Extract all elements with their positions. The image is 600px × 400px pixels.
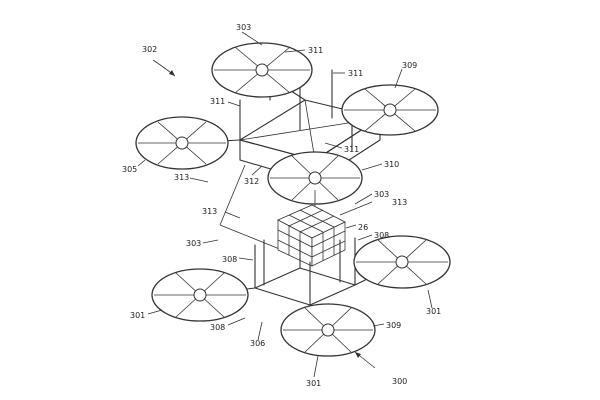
ref-305: 305 xyxy=(122,165,137,174)
ref-302: 302 xyxy=(142,45,157,54)
ref-311-a: 311 xyxy=(308,46,323,55)
ref-313-a: 313 xyxy=(174,173,189,182)
ref-301-left: 301 xyxy=(130,311,145,320)
ref-311-c: 311 xyxy=(210,97,225,106)
ref-303-mid: 303 xyxy=(374,190,389,199)
ref-308-a: 308 xyxy=(374,231,389,240)
ref-313-c: 313 xyxy=(202,207,217,216)
ref-301-right: 301 xyxy=(426,307,441,316)
ref-312: 312 xyxy=(244,177,259,186)
ref-26: 26 xyxy=(358,223,368,232)
ref-300: 300 xyxy=(392,377,407,386)
payload-grid xyxy=(277,204,346,267)
leader-lines xyxy=(137,31,433,378)
lower-drone xyxy=(151,235,451,357)
reference-numerals: 302 303 311 311 309 311 311 310 305 313 … xyxy=(122,23,441,388)
ref-310: 310 xyxy=(384,160,399,169)
ref-309-low: 309 xyxy=(386,321,401,330)
ref-311-d: 311 xyxy=(344,145,359,154)
ref-311-b: 311 xyxy=(348,69,363,78)
ref-303-low: 303 xyxy=(186,239,201,248)
ref-309-top: 309 xyxy=(402,61,417,70)
ref-308-c: 308 xyxy=(210,323,225,332)
ref-306: 306 xyxy=(250,339,265,348)
upper-drone xyxy=(135,42,439,205)
ref-303-top: 303 xyxy=(236,23,251,32)
ref-308-b: 308 xyxy=(222,255,237,264)
ref-313-b: 313 xyxy=(392,198,407,207)
ref-301-front: 301 xyxy=(306,379,321,388)
